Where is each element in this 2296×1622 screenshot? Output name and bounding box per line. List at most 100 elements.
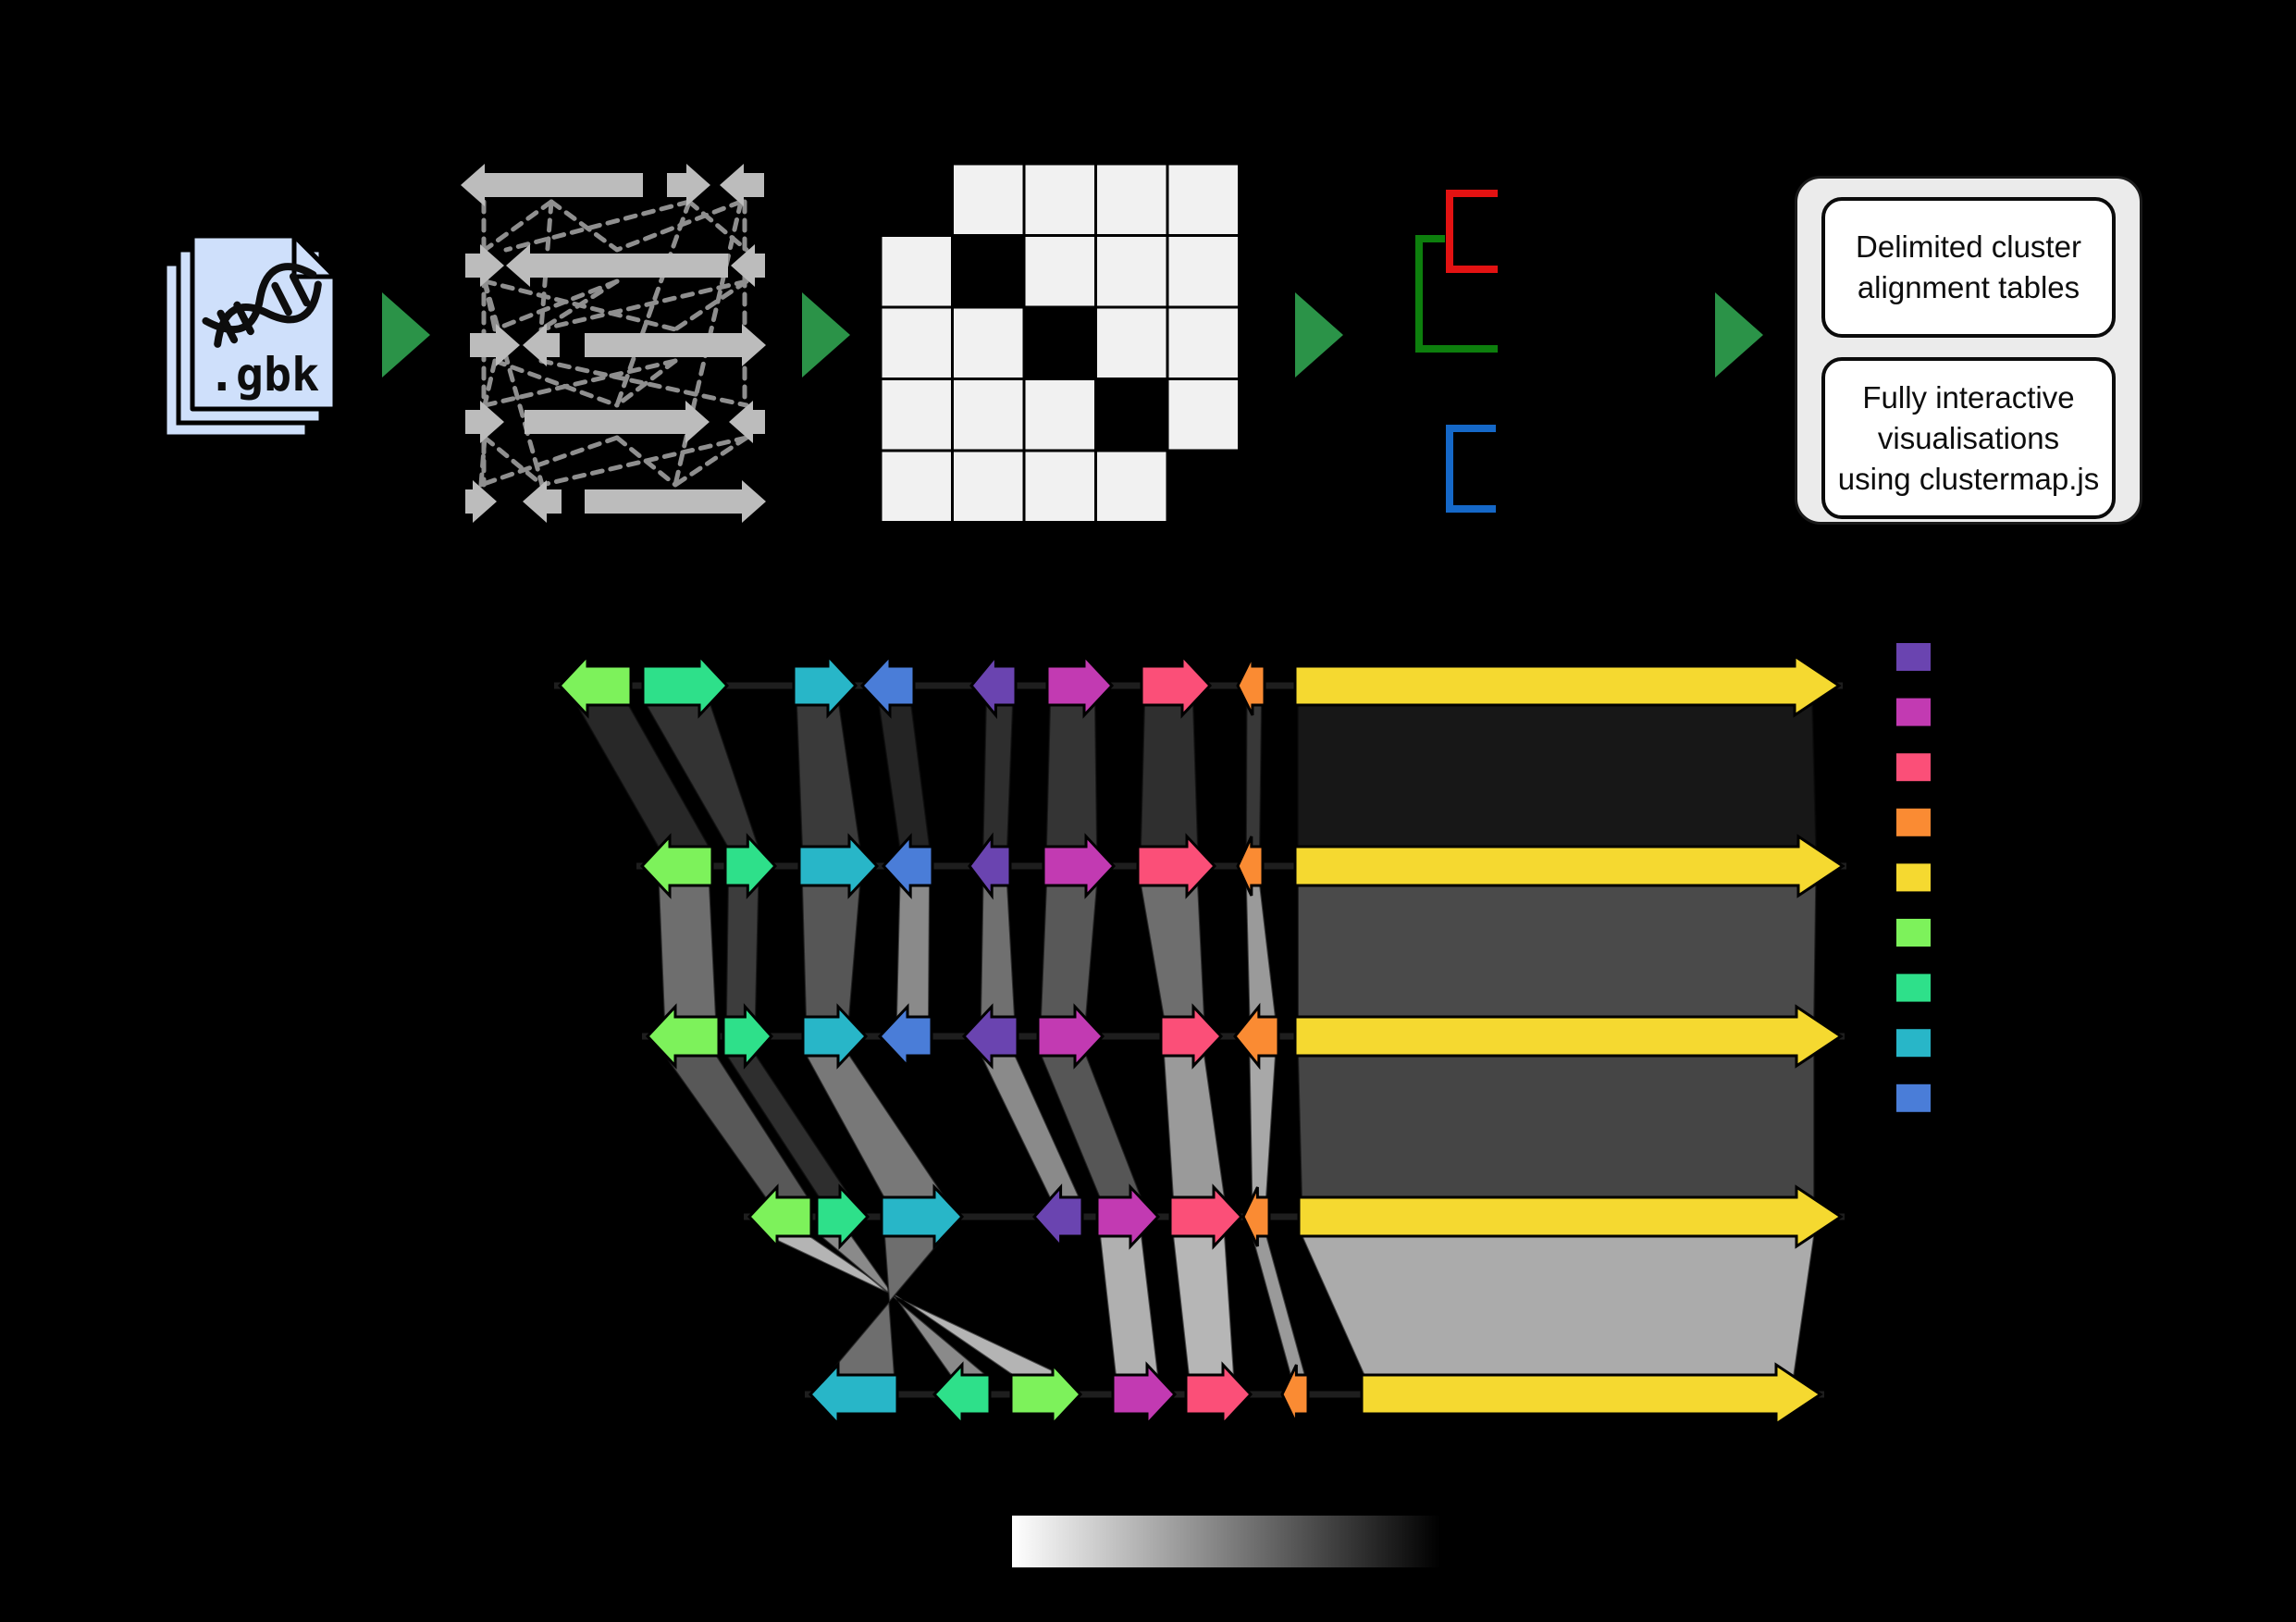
gbk-sheet-front: [190, 233, 338, 412]
matrix-cell: [951, 378, 1026, 452]
gene-arrow-magenta: [1045, 652, 1115, 719]
dashed-alignment-link: [482, 358, 498, 408]
gene-arrow-orange: [1241, 1186, 1271, 1247]
gene-arrow-teal: [801, 1003, 869, 1070]
gene-arrow-yellow: [1293, 834, 1845, 898]
gene-arrow-spring: [722, 1003, 774, 1070]
matrix-cell: [879, 234, 954, 309]
panel-gene-arrow: [585, 324, 766, 366]
gene-arrow-orange: [1236, 836, 1265, 897]
gene-arrow-pink: [1136, 833, 1217, 899]
output-item-tables: Delimited cluster alignment tables: [1821, 197, 2116, 338]
matrix-cell: [1022, 449, 1097, 524]
gene-arrow-magenta: [1036, 1003, 1105, 1070]
dendrogram-green: [1415, 235, 1498, 353]
panel-gene-arrow: [470, 324, 520, 366]
dashed-alignment-link: [686, 199, 749, 253]
matrix-cell: [879, 378, 954, 452]
gene-arrow-green: [645, 1003, 721, 1070]
output-panel: Delimited cluster alignment tables Fully…: [1795, 176, 2142, 525]
link-ribbon-purple: [981, 703, 1015, 848]
gene-arrow-orange: [1280, 1364, 1310, 1425]
cluster-row-4: [744, 1183, 1845, 1250]
matrix-cell: [1166, 234, 1241, 309]
legend-swatch-spring: [1896, 973, 1931, 1002]
gbk-file-label: .gbk: [207, 348, 320, 402]
gene-arrow-spring: [723, 833, 778, 899]
matrix-cell: [1094, 305, 1169, 380]
gene-arrow-green: [1009, 1361, 1083, 1428]
link-ribbon-magenta: [1044, 703, 1099, 848]
gene-arrow-green: [747, 1183, 813, 1250]
gene-arrow-magenta: [1042, 833, 1117, 899]
legend-swatch-magenta: [1896, 698, 1931, 726]
gene-arrow-pink: [1159, 1003, 1224, 1070]
matrix-cell: [1166, 378, 1241, 452]
link-ribbon-spring: [724, 884, 760, 1019]
legend-swatch-teal: [1896, 1029, 1931, 1058]
legend-swatch-orange: [1896, 808, 1931, 836]
dashed-alignment-link: [539, 435, 749, 488]
dashed-alignment-link: [503, 199, 692, 253]
legend-swatch-blue: [1896, 1083, 1931, 1112]
dashed-alignment-link: [549, 199, 620, 253]
legend-swatch-yellow: [1896, 863, 1931, 892]
panel-gene-arrow: [525, 401, 710, 443]
gene-arrow-purple: [961, 1003, 1019, 1070]
matrix-cell: [1094, 234, 1169, 309]
gene-arrow-spring: [815, 1183, 870, 1250]
dashed-alignment-link: [538, 358, 749, 408]
gene-arrow-blue: [881, 833, 934, 899]
gene-arrow-blue: [859, 652, 916, 719]
gene-arrow-purple: [1031, 1183, 1084, 1250]
gene-arrow-orange: [1236, 655, 1266, 716]
dendrogram-blue: [1446, 425, 1496, 513]
panel-gene-arrow: [465, 401, 504, 443]
gene-arrow-teal: [792, 652, 858, 719]
alignment-ribbons: [574, 703, 1818, 1377]
legend-swatch-pink: [1896, 753, 1931, 782]
matrix-cell: [1022, 162, 1097, 237]
gene-arrow-purple: [969, 651, 1018, 720]
link-ribbon-yellow: [1297, 884, 1818, 1019]
gene-arrow-pink: [1140, 652, 1213, 719]
dashed-alignment-link: [538, 279, 620, 332]
gene-arrow-teal: [808, 1361, 899, 1428]
panel-gene-arrow: [731, 244, 765, 287]
legend-swatch-green: [1896, 919, 1931, 947]
dashed-alignment-link: [538, 279, 749, 332]
dna-icon: [202, 263, 322, 348]
gene-arrow-blue: [877, 1003, 933, 1070]
gene-arrow-pink: [1168, 1183, 1244, 1250]
dashed-alignment-link: [482, 435, 545, 488]
gene-arrow-teal: [797, 833, 880, 899]
link-ribbon-pink: [1139, 703, 1200, 848]
matrix-cell: [1022, 234, 1097, 309]
link-ribbon-yellow: [1300, 1234, 1816, 1377]
dashed-alignment-link: [492, 279, 620, 332]
matrix-cell: [1166, 305, 1241, 380]
matrix-cell: [1166, 162, 1241, 237]
panel-gene-arrow: [585, 480, 766, 523]
dashed-alignment-link: [673, 435, 749, 488]
matrix-cell: [1022, 378, 1097, 452]
matrix-cell: [951, 162, 1026, 237]
gbk-file-stack: [162, 233, 338, 440]
gene-arrow-orange: [1233, 1002, 1280, 1071]
dashed-alignment-link: [492, 358, 620, 408]
link-ribbon-green: [657, 884, 718, 1019]
gene-legend: [1896, 643, 1931, 1112]
cluster-row-1: [554, 651, 1843, 720]
panel-gene-arrow: [523, 480, 562, 523]
dashed-alignment-link: [478, 435, 488, 488]
matrix-cell: [1094, 449, 1169, 524]
gene-arrow-magenta: [1111, 1361, 1178, 1428]
gene-arrow-purple: [968, 832, 1012, 900]
alignment-panel: [461, 164, 766, 523]
gene-arrow-green: [557, 652, 633, 719]
dendrogram-red: [1446, 190, 1498, 273]
cluster-row-3: [642, 1002, 1845, 1071]
matrix-cell: [951, 449, 1026, 524]
matrix-cell: [951, 305, 1026, 380]
